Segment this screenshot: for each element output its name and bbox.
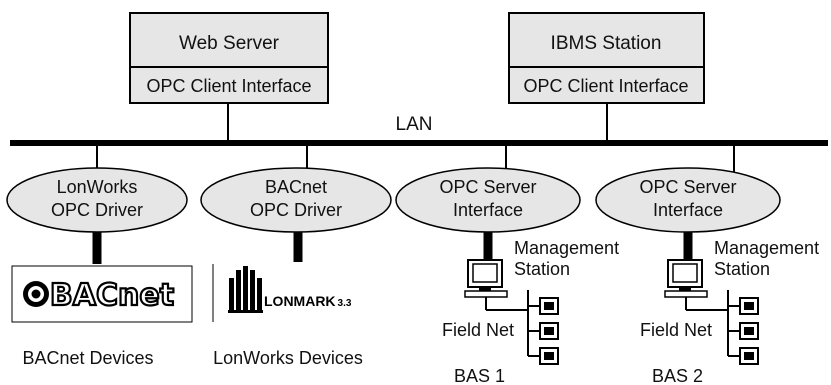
opc-server-2-ellipse: [595, 167, 781, 233]
bas-label: BAS 2: [652, 366, 703, 385]
bas-group-2: Management Station Field Net BAS 2: [640, 238, 819, 385]
ibms-station-title: IBMS Station: [551, 33, 662, 54]
field-net-label: Field Net: [640, 320, 712, 340]
field-device-icon: [539, 322, 559, 340]
bacnet-driver-line1: BACnet: [265, 177, 327, 197]
bacnet-driver-line2: OPC Driver: [250, 200, 342, 220]
opc-server-2-line1: OPC Server: [639, 177, 736, 197]
computer-icon: [664, 259, 708, 298]
lonworks-driver-line1: LonWorks: [57, 177, 138, 197]
field-device-icon: [539, 347, 559, 365]
management-station-label-1: Management: [514, 238, 619, 258]
bacnet-logo: BACnet: [11, 265, 193, 323]
lonworks-opc-driver: LonWorks OPC Driver: [6, 167, 188, 233]
web-server-interface: OPC Client Interface: [146, 76, 311, 96]
bacnet-driver-ellipse: [200, 167, 392, 233]
lan-label: LAN: [396, 114, 433, 135]
opc-server-interface-2: OPC Server Interface: [595, 167, 781, 233]
lonworks-driver-ellipse: [6, 167, 188, 233]
field-device-icon: [739, 322, 759, 340]
opc-server-interface-1: OPC Server Interface: [395, 167, 581, 233]
bas-label: BAS 1: [454, 366, 505, 385]
bacnet-logo-frame: [11, 265, 193, 323]
bacnet-logo-text: BACnet: [50, 278, 174, 313]
bas-group-1: Management Station Field Net BAS 1: [442, 238, 619, 385]
web-server-node: Web Server OPC Client Interface: [129, 12, 329, 104]
bacnet-opc-driver: BACnet OPC Driver: [200, 167, 392, 233]
opc-server-2-line2: Interface: [653, 200, 723, 220]
computer-icon: [464, 259, 508, 298]
opc-server-1-line2: Interface: [453, 200, 523, 220]
ibms-station-node: IBMS Station OPC Client Interface: [508, 12, 705, 104]
field-device-icon: [539, 297, 559, 315]
ibms-station-box: [508, 12, 705, 104]
web-server-title: Web Server: [179, 33, 280, 54]
lonmark-bars-icon: [228, 266, 263, 313]
ibms-station-interface: OPC Client Interface: [523, 76, 688, 96]
management-station-label-2: Station: [714, 259, 770, 279]
opc-server-1-line1: OPC Server: [439, 177, 536, 197]
web-server-box: [129, 12, 329, 104]
management-station-label-2: Station: [514, 259, 570, 279]
lonworks-driver-line2: OPC Driver: [51, 200, 143, 220]
lonworks-devices-label: LonWorks Devices: [213, 348, 363, 368]
bacnet-gear-icon: [23, 281, 49, 307]
opc-server-1-ellipse: [395, 167, 581, 233]
management-station-label-1: Management: [714, 238, 819, 258]
field-net-label: Field Net: [442, 320, 514, 340]
field-device-icon: [739, 347, 759, 365]
field-device-icon: [739, 297, 759, 315]
bacnet-devices-label: BACnet Devices: [22, 348, 153, 368]
